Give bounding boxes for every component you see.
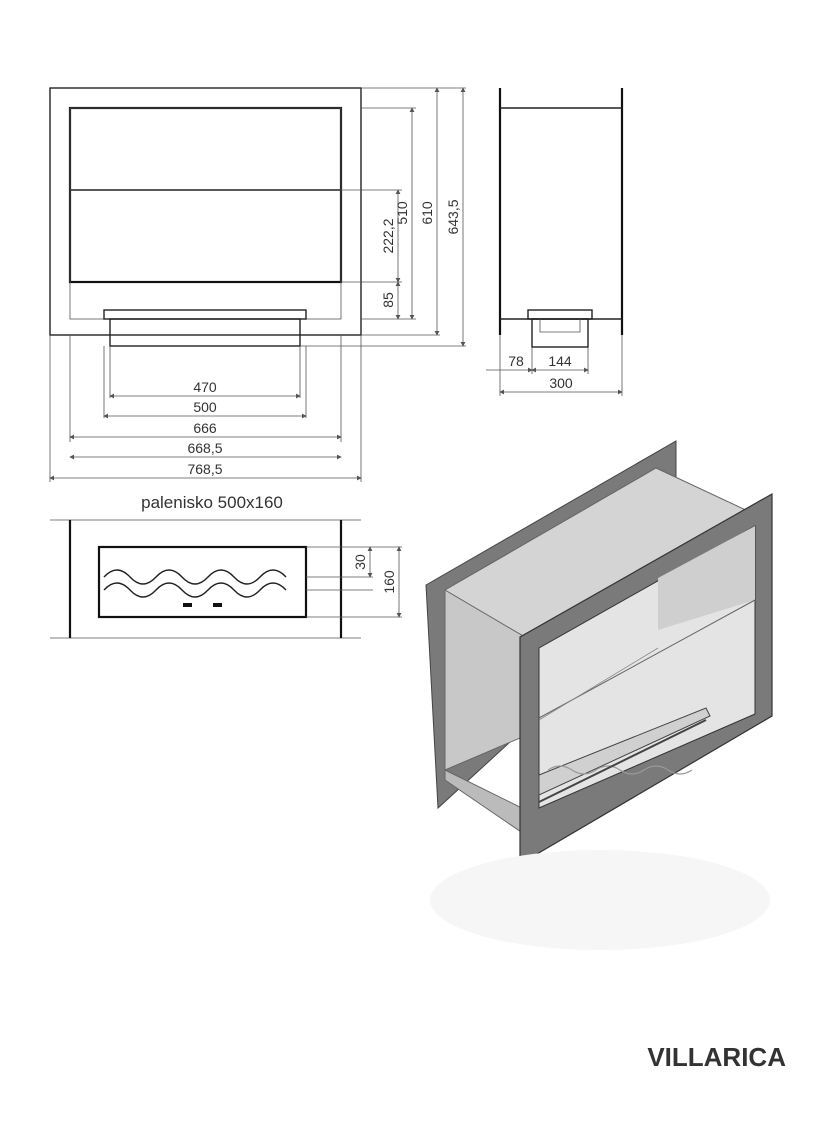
dim-160: 160 xyxy=(381,570,397,594)
dim-500: 500 xyxy=(193,399,217,415)
inner-frame xyxy=(69,107,342,320)
dim-30: 30 xyxy=(352,554,368,570)
dim-668-5: 668,5 xyxy=(187,440,222,456)
dim-222-2: 222,2 xyxy=(380,218,396,253)
wave-top xyxy=(103,569,287,585)
burner-box xyxy=(109,318,301,347)
dim-78: 78 xyxy=(508,353,524,369)
dim-666: 666 xyxy=(193,420,217,436)
top-view: palenisko 500x160 30 160 xyxy=(50,493,402,639)
height-dimensions: 222,2 85 510 610 643,5 xyxy=(300,87,466,347)
side-view: 78 144 300 xyxy=(486,88,624,396)
top-view-caption: palenisko 500x160 xyxy=(141,493,283,512)
glass-opening xyxy=(68,106,343,284)
wave-bottom xyxy=(103,582,287,598)
side-burner xyxy=(531,318,589,348)
dim-510: 510 xyxy=(394,201,410,225)
dim-643-5: 643,5 xyxy=(445,199,461,234)
outer-frame xyxy=(49,87,362,336)
outlet-left xyxy=(183,603,192,607)
burner-outline xyxy=(97,545,308,619)
dim-470: 470 xyxy=(193,379,217,395)
outlet-right xyxy=(213,603,222,607)
dim-144: 144 xyxy=(548,353,572,369)
dim-300: 300 xyxy=(549,375,573,391)
front-view: 470 500 666 668,5 768,5 222,2 85 510 xyxy=(49,87,466,482)
burner-top xyxy=(103,309,307,320)
dim-85: 85 xyxy=(380,292,396,308)
side-burner-lip xyxy=(527,309,593,320)
dim-610: 610 xyxy=(419,201,435,225)
width-dimensions: 470 500 666 668,5 768,5 xyxy=(49,335,362,482)
dim-768-5: 768,5 xyxy=(187,461,222,477)
product-name: VILLARICA xyxy=(647,1042,786,1072)
fireplace-render xyxy=(425,440,773,950)
